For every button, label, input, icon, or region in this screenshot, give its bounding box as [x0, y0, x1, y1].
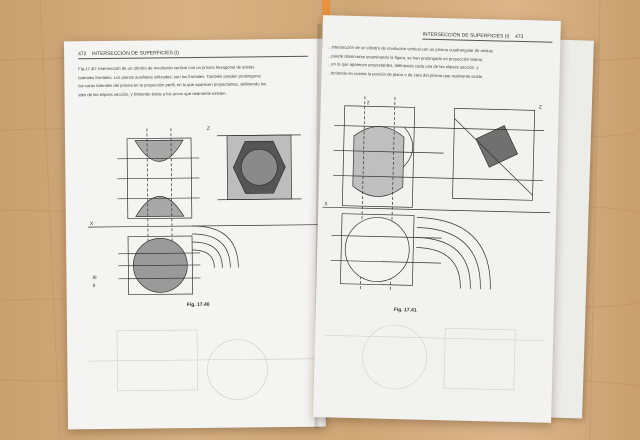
paragraph-line: ejes de las elipses sección, y limitando…	[78, 90, 227, 97]
svg-text:X: X	[90, 221, 94, 227]
left-page: 472 INTERSECCIÓN DE SUPERFICIES (I) Fig.…	[63, 38, 327, 430]
left-page-number: 472	[78, 51, 87, 58]
svg-text:2: 2	[367, 100, 370, 106]
right-page-header: INTERSECCIÓN DE SUPERFICIES (I) 473	[422, 32, 553, 43]
right-page: INTERSECCIÓN DE SUPERFICIES (I) 473 ...i…	[313, 15, 561, 423]
svg-text:X: X	[324, 201, 328, 207]
left-page-header: 472 INTERSECCIÓN DE SUPERFICIES (I)	[78, 49, 309, 60]
left-page-paragraph: Fig.17.40: Intersección de un cilindro d…	[78, 63, 310, 99]
show-through-marks	[87, 329, 318, 400]
right-page-number: 473	[514, 33, 524, 41]
left-figure-label: Fig. 17.40	[186, 301, 210, 309]
show-through-marks	[325, 324, 546, 391]
svg-text:III: III	[92, 275, 96, 281]
svg-text:Z: Z	[207, 126, 210, 132]
figure-17-41-drawing: 2 Z X	[322, 96, 551, 292]
right-figure-label: Fig. 17.41	[393, 306, 417, 314]
figure-17-40-drawing: X Z III II	[87, 126, 318, 296]
svg-text:Z: Z	[539, 104, 542, 110]
left-page-header-title: INTERSECCIÓN DE SUPERFICIES (I)	[91, 50, 179, 58]
svg-text:II: II	[93, 283, 96, 289]
right-page-paragraph: ...intersección de un cilindro de revolu…	[327, 43, 554, 83]
